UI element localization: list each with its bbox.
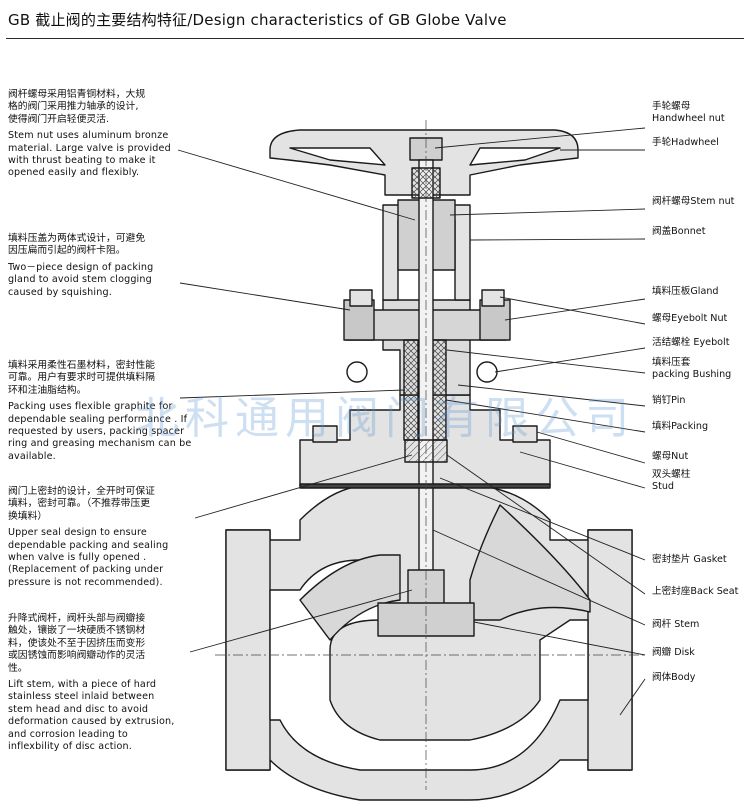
label-handwheel: 手轮Hadwheel <box>652 137 719 148</box>
label-disk: 阀瓣 Disk <box>652 647 695 658</box>
stud-nut-left <box>312 425 338 443</box>
left-leaders <box>177 149 416 653</box>
eyebolt-nut-right <box>481 289 505 307</box>
label-eyebolt-nut: 螺母Eyebolt Nut <box>652 313 728 324</box>
gasket <box>299 483 551 489</box>
right-leaders <box>432 127 646 716</box>
desc-packing: 填料采用柔性石墨材料，密封性能 可靠。用户有要求时可提供填料隔 环和注油脂结构。… <box>8 360 191 463</box>
page-title: GB 截止阀的主要结构特征/Design characteristics of … <box>8 11 507 29</box>
label-stem-nut: 阀杆螺母Stem nut <box>652 196 735 207</box>
label-handwheel-nut: 手轮螺母 Handwheel nut <box>652 101 725 124</box>
label-eyebolt: 活结螺栓 Eyebolt <box>652 337 730 348</box>
desc-stem-nut-zh: 阀杆螺母采用铝青铜材料，大规 格的阀门采用推力轴承的设计, 使得阀门开启轻便灵活… <box>8 89 146 125</box>
label-packing-bushing: 填料压套 packing Bushing <box>652 357 732 380</box>
desc-upper-seal-zh: 阀门上密封的设计，全开时可保证 填料，密封可靠。（不推荐带压更 换填料） <box>8 486 155 522</box>
desc-lift-stem-zh: 升降式阀杆，阀杆头部与阀瓣接 触处，镶嵌了一块硬质不锈钢材 料，使该处不至于因挤… <box>8 613 146 674</box>
desc-gland: 填料压盖为两体式设计，可避免 因压扁而引起的阀杆卡阻。 Two－piece de… <box>8 233 153 299</box>
eyebolt-left <box>346 361 368 383</box>
label-packing: 填料Packing <box>652 421 709 432</box>
left-flange <box>225 529 271 771</box>
label-stem: 阀杆 Stem <box>652 619 700 630</box>
label-gasket: 密封垫片 Gasket <box>652 554 727 565</box>
desc-gland-en: Two－piece design of packing gland to avo… <box>8 261 154 298</box>
eyebolt-nut-left <box>349 289 373 307</box>
label-nut: 螺母Nut <box>652 451 689 462</box>
desc-lift-stem-en: Lift stem, with a piece of hard stainles… <box>8 679 175 753</box>
title-divider <box>6 38 744 39</box>
eyebolt-right <box>476 361 498 383</box>
desc-stem-nut: 阀杆螺母采用铝青铜材料，大规 格的阀门采用推力轴承的设计, 使得阀门开启轻便灵活… <box>8 89 171 180</box>
desc-gland-zh: 填料压盖为两体式设计，可避免 因压扁而引起的阀杆卡阻。 <box>8 233 146 257</box>
desc-packing-en: Packing uses flexible graphite for depen… <box>8 401 192 462</box>
label-gland: 填料压板Gland <box>652 286 719 297</box>
desc-lift-stem: 升降式阀杆，阀杆头部与阀瓣接 触处，镶嵌了一块硬质不锈钢材 料，使该处不至于因挤… <box>8 613 174 753</box>
label-stud: 双头螺柱 Stud <box>652 469 691 492</box>
desc-packing-zh: 填料采用柔性石墨材料，密封性能 可靠。用户有要求时可提供填料隔 环和注油脂结构。 <box>8 360 155 396</box>
desc-stem-nut-en: Stem nut uses aluminum bronze material. … <box>8 130 171 179</box>
desc-upper-seal-en: Upper seal design to ensure dependable p… <box>8 527 169 588</box>
watermark: 北科通用阀门有限公司 <box>135 393 635 444</box>
label-bonnet: 阀盖Bonnet <box>652 226 706 237</box>
label-back-seat: 上密封座Back Seat <box>652 586 739 597</box>
stud-nut-right <box>512 425 538 443</box>
label-body: 阀体Body <box>652 672 696 683</box>
right-flange <box>587 529 633 771</box>
desc-upper-seal: 阀门上密封的设计，全开时可保证 填料，密封可靠。（不推荐带压更 换填料） Upp… <box>8 486 168 589</box>
label-pin: 销钉Pin <box>652 395 686 406</box>
